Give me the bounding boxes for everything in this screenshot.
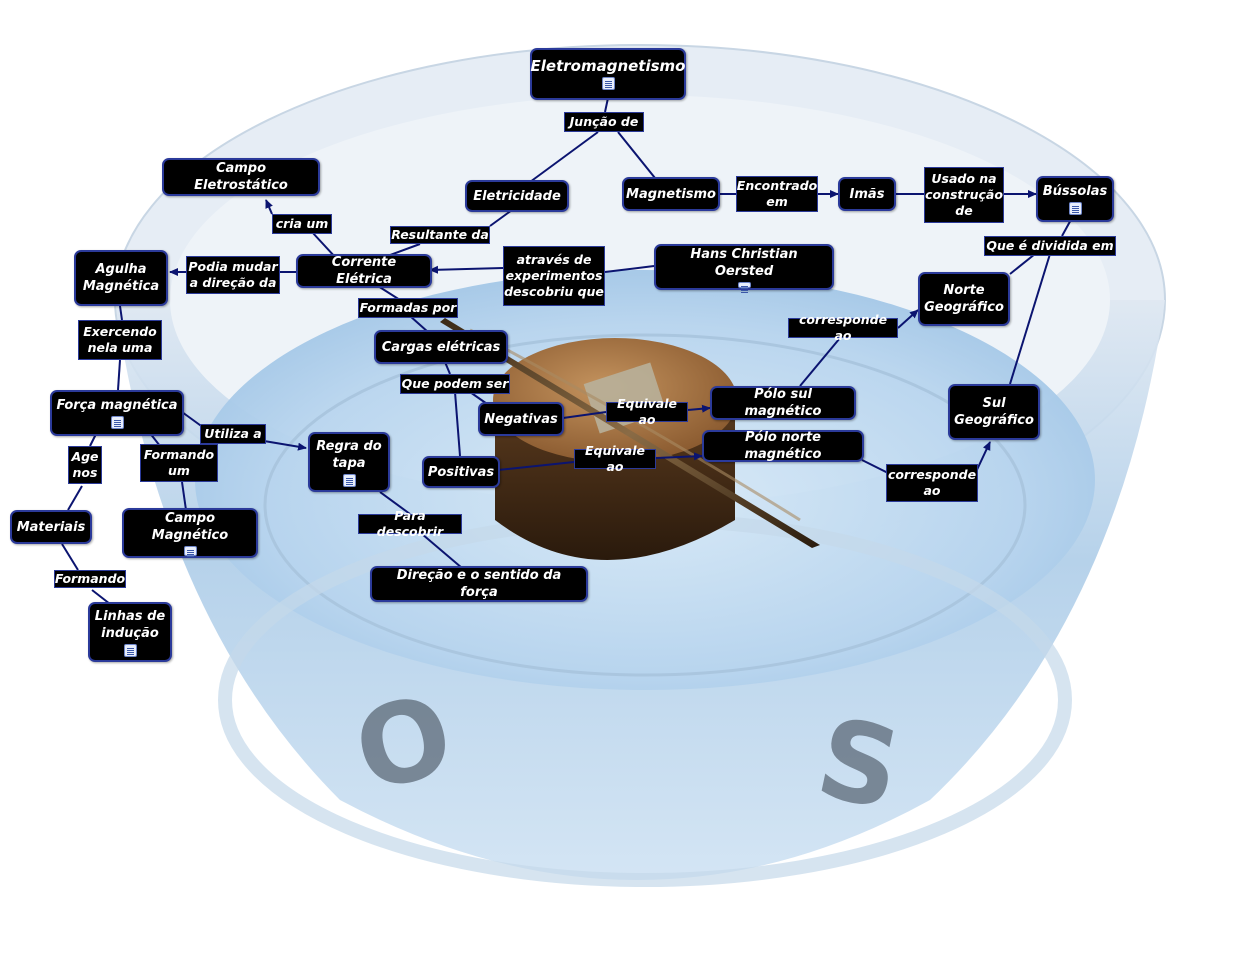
concept-eletromagnetismo[interactable]: Eletromagnetismo bbox=[530, 48, 686, 100]
concept-regra-do-tapa[interactable]: Regra do tapa bbox=[308, 432, 390, 492]
document-icon[interactable] bbox=[1068, 202, 1082, 215]
concept-forca-magnetica[interactable]: Força magnética bbox=[50, 390, 184, 436]
concept-label: Eletricidade bbox=[473, 188, 561, 204]
concept-label: Regra do tapa bbox=[316, 438, 382, 471]
concept-label: Campo Eletrostático bbox=[194, 161, 288, 193]
link-cria-um: cria um bbox=[272, 214, 332, 234]
concept-campo-eletrostatico[interactable]: Campo Eletrostático bbox=[162, 158, 320, 196]
link-juncao-de: Junção de bbox=[564, 112, 644, 132]
concept-direcao-e-sentido[interactable]: Direção e o sentido da força bbox=[370, 566, 588, 602]
concept-label: Direção e o sentido da força bbox=[396, 568, 562, 600]
concept-label: Pólo sul magnético bbox=[744, 387, 822, 419]
concept-agulha-magnetica[interactable]: Agulha Magnética bbox=[74, 250, 168, 306]
link-corresponde-ao-2: corresponde ao bbox=[886, 464, 978, 502]
link-atraves-de-experimentos: através de experimentos descobriu que bbox=[503, 246, 605, 306]
link-formando: Formando bbox=[54, 570, 126, 588]
concept-bussolas[interactable]: Bússolas bbox=[1036, 176, 1114, 222]
document-icon[interactable] bbox=[123, 643, 137, 657]
link-que-e-dividida-em: Que é dividida em bbox=[984, 236, 1116, 256]
concept-polo-sul-magnetico[interactable]: Pólo sul magnético bbox=[710, 386, 856, 420]
link-usado-na-construcao: Usado na construção de bbox=[924, 167, 1004, 223]
link-formadas-por: Formadas por bbox=[358, 298, 458, 318]
concept-label: Positivas bbox=[427, 464, 495, 480]
concept-label: Linhas de indução bbox=[94, 608, 166, 641]
concept-corrente-eletrica[interactable]: Corrente Elétrica bbox=[296, 254, 432, 288]
link-formando-um: Formando um bbox=[140, 444, 218, 482]
link-encontrado-em: Encontrado em bbox=[736, 176, 818, 212]
document-icon[interactable] bbox=[110, 416, 124, 429]
document-icon[interactable] bbox=[183, 546, 197, 556]
link-age-nos: Age nos bbox=[68, 446, 102, 484]
link-para-descobrir: Para descobrir bbox=[358, 508, 462, 539]
concept-imas[interactable]: Imãs bbox=[838, 177, 896, 211]
concept-label: Cargas elétricas bbox=[381, 339, 501, 355]
concept-positivas[interactable]: Positivas bbox=[422, 456, 500, 488]
concept-label: Agulha Magnética bbox=[82, 262, 160, 294]
link-exercendo: Exercendo nela uma bbox=[78, 320, 162, 360]
document-icon[interactable] bbox=[737, 282, 751, 288]
concept-campo-magnetico[interactable]: Campo Magnético bbox=[122, 508, 258, 558]
link-equivale-ao-1: Equivale ao bbox=[606, 396, 688, 427]
document-icon[interactable] bbox=[342, 473, 356, 487]
concept-label: Pólo norte magnético bbox=[744, 430, 822, 462]
concept-sul-geografico[interactable]: Sul Geográfico bbox=[948, 384, 1040, 440]
concept-linhas-de-inducao[interactable]: Linhas de indução bbox=[88, 602, 172, 662]
concept-magnetismo[interactable]: Magnetismo bbox=[622, 177, 720, 211]
document-icon[interactable] bbox=[601, 77, 615, 90]
link-corresponde-ao-1: corresponde ao bbox=[788, 312, 898, 343]
concept-cargas-eletricas[interactable]: Cargas elétricas bbox=[374, 330, 508, 364]
concept-label: Negativas bbox=[484, 411, 558, 427]
concept-hans-christian-oersted[interactable]: Hans Christian Oersted bbox=[654, 244, 834, 290]
link-resultante-da: Resultante da bbox=[390, 226, 490, 244]
concept-label: Hans Christian Oersted bbox=[690, 247, 798, 279]
concept-polo-norte-magnetico[interactable]: Pólo norte magnético bbox=[702, 430, 864, 462]
link-podia-mudar: Podia mudar a direção da bbox=[186, 256, 280, 294]
concept-norte-geografico[interactable]: Norte Geográfico bbox=[918, 272, 1010, 326]
link-utiliza-a: Utiliza a bbox=[200, 424, 266, 444]
concept-label: Bússolas bbox=[1042, 184, 1108, 199]
link-equivale-ao-2: Equivale ao bbox=[574, 443, 656, 474]
concept-label: Campo Magnético bbox=[151, 511, 229, 543]
concept-label: Norte Geográfico bbox=[924, 283, 1004, 315]
concept-negativas[interactable]: Negativas bbox=[478, 402, 564, 436]
link-que-podem-ser: Que podem ser bbox=[400, 374, 510, 394]
concept-label: Imãs bbox=[849, 186, 885, 202]
concept-label: Materiais bbox=[16, 519, 86, 535]
concept-label: Eletromagnetismo bbox=[530, 57, 686, 75]
concept-label: Sul Geográfico bbox=[954, 396, 1034, 428]
concept-label: Magnetismo bbox=[626, 186, 716, 202]
concept-eletricidade[interactable]: Eletricidade bbox=[465, 180, 569, 212]
concept-label: Força magnética bbox=[56, 398, 178, 413]
concept-label: Corrente Elétrica bbox=[331, 255, 397, 287]
concept-materiais[interactable]: Materiais bbox=[10, 510, 92, 544]
